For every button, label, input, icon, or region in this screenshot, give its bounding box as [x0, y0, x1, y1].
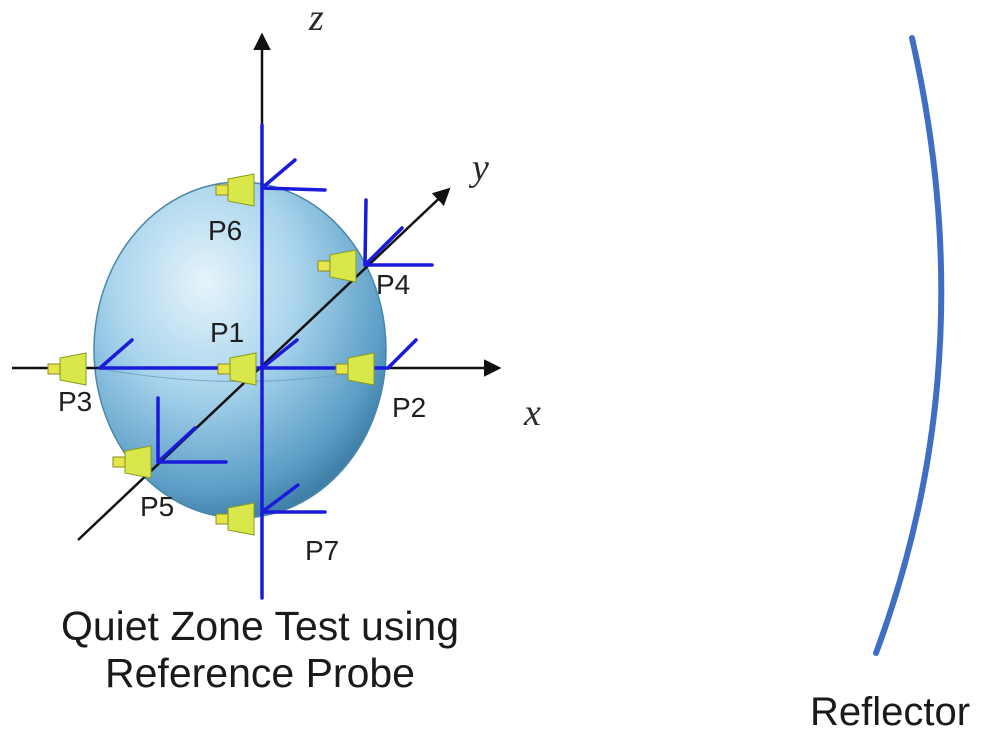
caption-line-1: Quiet Zone Test using — [60, 603, 460, 649]
caption-line-2: Reference Probe — [105, 650, 415, 696]
probe-label-p2: P2 — [392, 392, 426, 423]
probe-label-p5: P5 — [140, 491, 174, 522]
y-axis-label: y — [468, 147, 489, 189]
probe-label-p3: P3 — [58, 386, 92, 417]
reflector-label: Reflector — [809, 690, 971, 734]
probe-label-p4: P4 — [376, 269, 410, 300]
probe-label-p7: P7 — [305, 535, 339, 566]
z-axis-label: z — [308, 0, 324, 39]
probe-label-p6: P6 — [208, 215, 242, 246]
reflector-arc — [873, 35, 945, 656]
x-axis-label: x — [523, 392, 541, 434]
probe-label-p1: P1 — [210, 317, 244, 348]
